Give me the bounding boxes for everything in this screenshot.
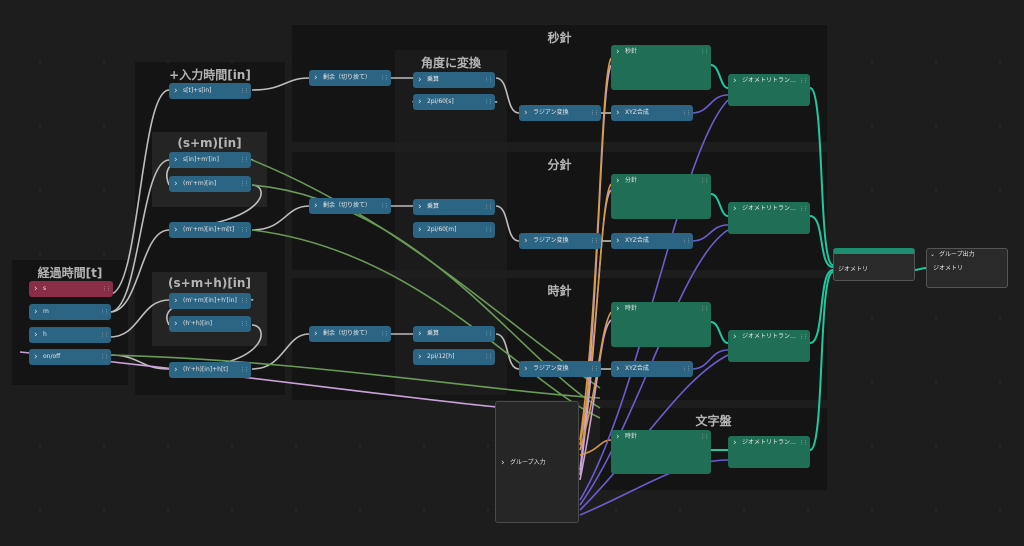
node-sm-in[interactable]: (m'+m)[in] [169, 176, 251, 192]
frame-elapsed-time[interactable]: 経過時間[t] [12, 260, 128, 385]
node-input-s[interactable]: s [29, 281, 113, 297]
chevron-down-icon: ⌄ [930, 251, 936, 258]
node-multiply-hour[interactable]: 乗算 [413, 326, 495, 342]
node-dial[interactable]: 時針 [611, 430, 711, 474]
node-to-radian-sec[interactable]: ラジアン変換 [519, 105, 601, 121]
frame-label: 分針 [547, 158, 572, 172]
node-add-smh[interactable]: (m'+m)[in]+h'[in] [169, 293, 251, 309]
node-combine-xyz-sec[interactable]: XYZ合成 [611, 105, 693, 121]
node-hand-hour[interactable]: 時針 [611, 302, 711, 347]
join-geometry-title: ジオメトリ統合 [848, 248, 891, 255]
frame-label: +入力時間[in] [169, 68, 251, 82]
node-add-minutes[interactable]: (m'+m)[in]+m[t] [169, 222, 251, 238]
node-input-m[interactable]: m [29, 304, 111, 320]
group-output-socket-label: ジオメトリ [933, 265, 964, 272]
node-combine-xyz-hour[interactable]: XYZ合成 [611, 361, 693, 377]
node-multiply-min[interactable]: 乗算 [413, 199, 495, 215]
node-to-radian-hour[interactable]: ラジアン変換 [519, 361, 601, 377]
node-join-geometry[interactable]: ジオメトリ統合 ジオメトリ [833, 248, 915, 281]
node-hand-minute[interactable]: 分針 [611, 174, 711, 219]
node-add-hours[interactable]: (h'+h)[in]+h[t] [169, 362, 251, 378]
node-to-radian-min[interactable]: ラジアン変換 [519, 233, 601, 249]
node-floor-mod-hour[interactable]: 剰余（切り捨て） [309, 326, 391, 342]
frame-label: 文字盤 [695, 414, 732, 428]
frame-label: (s+m)[in] [177, 136, 242, 150]
node-add-seconds[interactable]: s[t]+s[in] [169, 83, 251, 99]
group-output-title: グループ出力 [939, 251, 975, 258]
node-combine-xyz-min[interactable]: XYZ合成 [611, 233, 693, 249]
node-transform-sec[interactable]: ジオメトリトラン… [728, 74, 810, 106]
frame-label: 時針 [547, 284, 572, 298]
node-group-output[interactable]: グループ出力 ⌄ ジオメトリ [926, 248, 1008, 288]
node-transform-min[interactable]: ジオメトリトラン… [728, 202, 810, 234]
frame-label: (s+m+h)[in] [168, 276, 251, 290]
node-smh-in[interactable]: (h'+h)[in] [169, 316, 251, 332]
frame-label: 経過時間[t] [37, 266, 103, 280]
frame-s-m-h-in[interactable]: (s+m+h)[in] [152, 272, 267, 346]
node-add-sm[interactable]: s[in]+m'[in] [169, 152, 251, 168]
node-multiply-sec[interactable]: 乗算 [413, 72, 495, 88]
node-group-input[interactable]: グループ入力 [495, 401, 579, 523]
frame-label: 角度に変換 [420, 56, 481, 70]
join-geometry-socket-label: ジオメトリ [838, 266, 869, 273]
node-const-12h[interactable]: 2pi/12[h] [413, 349, 495, 365]
node-const-60m[interactable]: 2pi/60[m] [413, 222, 495, 238]
node-transform-dial[interactable]: ジオメトリトラン… [728, 436, 810, 468]
frame-label: 秒針 [547, 31, 572, 45]
node-transform-hour[interactable]: ジオメトリトラン… [728, 330, 810, 362]
node-input-on-off[interactable]: on/off [29, 349, 111, 365]
frame-s-m-in[interactable]: (s+m)[in] [152, 132, 267, 207]
node-floor-mod-min[interactable]: 剰余（切り捨て） [309, 198, 391, 214]
node-hand-second[interactable]: 秒針 [611, 45, 711, 90]
node-floor-mod-sec[interactable]: 剰余（切り捨て） [309, 70, 391, 86]
node-input-h[interactable]: h [29, 327, 111, 343]
node-const-60s[interactable]: 2pi/60[s] [413, 94, 495, 110]
